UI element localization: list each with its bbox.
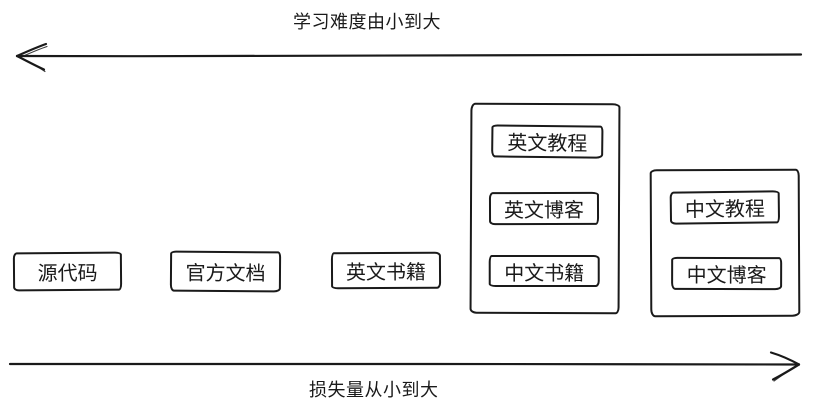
right-arrow — [8, 351, 801, 382]
node-chinese-blogs: 中文博客 — [671, 256, 783, 291]
node-label: 英文教程 — [507, 132, 588, 156]
node-source-code: 源代码 — [12, 251, 123, 292]
node-label: 中文书籍 — [504, 262, 585, 285]
node-label: 官方文档 — [185, 262, 266, 286]
group-box-2: 中文教程 中文博客 — [649, 168, 801, 318]
left-arrow — [15, 42, 803, 73]
node-english-books: 英文书籍 — [330, 251, 442, 290]
node-label: 中文教程 — [684, 198, 766, 222]
top-axis-label: 学习难度由小到大 — [293, 12, 441, 32]
node-official-docs: 官方文档 — [169, 250, 282, 293]
node-chinese-books: 中文书籍 — [488, 254, 600, 288]
node-english-blogs: 英文博客 — [488, 191, 600, 226]
node-english-tutorials: 英文教程 — [491, 124, 604, 159]
node-chinese-tutorials: 中文教程 — [669, 190, 781, 225]
node-label: 源代码 — [37, 262, 98, 286]
node-label: 英文书籍 — [345, 261, 427, 285]
node-label: 中文博客 — [686, 264, 767, 288]
group-box-1: 英文教程 英文博客 中文书籍 — [469, 102, 621, 315]
bottom-axis-label: 损失量从小到大 — [309, 380, 439, 400]
node-label: 英文博客 — [503, 199, 585, 223]
